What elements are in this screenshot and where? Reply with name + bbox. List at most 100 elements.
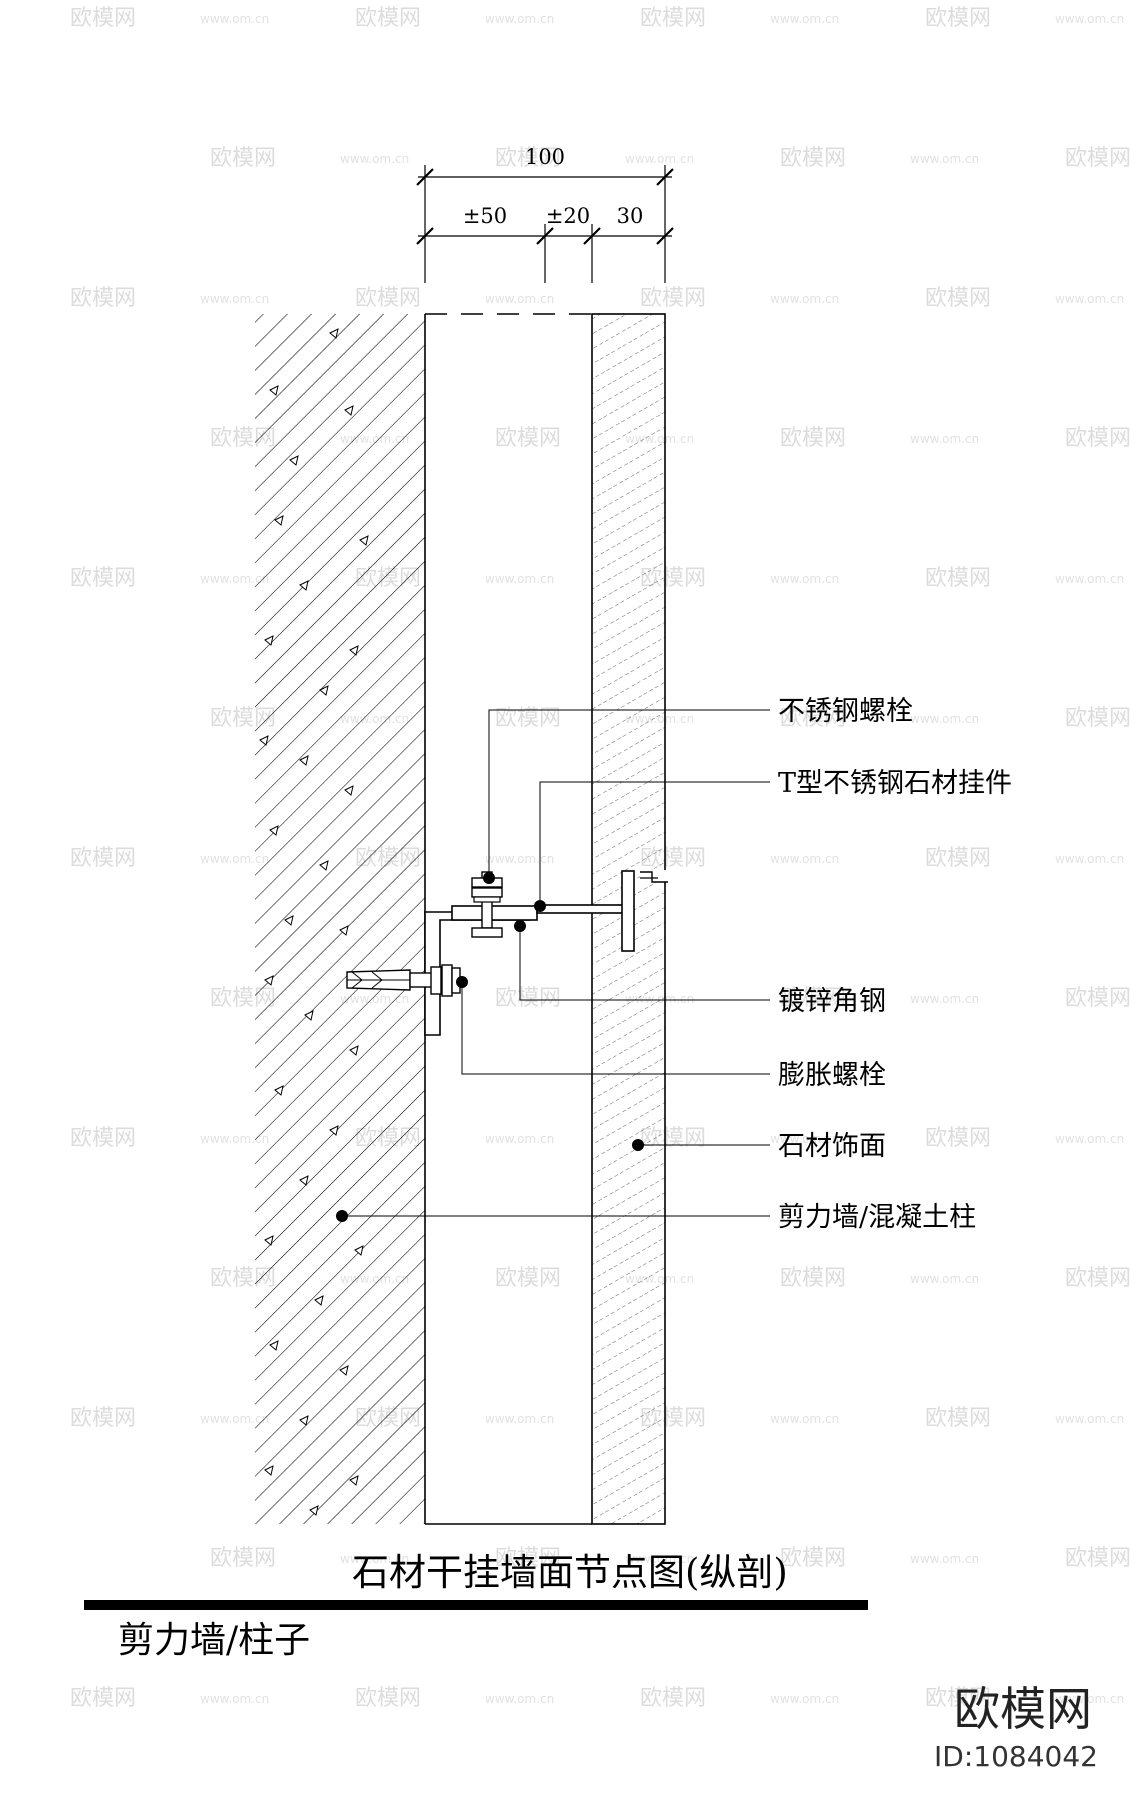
watermark-text: 欧模网	[355, 1686, 421, 1711]
label-stone-facing: 石材饰面	[778, 1131, 886, 1162]
t-hanger-stem	[621, 870, 635, 952]
watermark-text: 欧模网	[495, 146, 561, 171]
dim-seg2: ±20	[546, 204, 590, 228]
watermark-text: 欧模网	[70, 566, 136, 591]
watermark-url: www.om.cn	[910, 1272, 979, 1286]
aggregate-mark	[299, 755, 309, 766]
aggregate-mark	[349, 1045, 359, 1056]
aggregate-mark	[259, 735, 269, 746]
aggregate-mark	[349, 645, 359, 656]
aggregate-mark	[299, 580, 309, 591]
watermark-text: 欧模网	[495, 1546, 561, 1571]
watermark-url: www.om.cn	[770, 292, 839, 306]
watermark-url: www.om.cn	[770, 1412, 839, 1426]
watermark-url: www.om.cn	[200, 1412, 269, 1426]
watermark-url: www.om.cn	[485, 12, 554, 26]
watermark-url: www.om.cn	[625, 152, 694, 166]
watermark-url: www.om.cn	[1055, 852, 1124, 866]
watermark-url: www.om.cn	[1055, 1412, 1124, 1426]
watermark-text: 欧模网	[1065, 986, 1131, 1011]
watermark-url: www.om.cn	[1055, 572, 1124, 586]
watermark-text: 欧模网	[70, 286, 136, 311]
brand-id: ID:1084042	[934, 1740, 1098, 1773]
watermark-text: 欧模网	[780, 986, 846, 1011]
aggregate-mark	[339, 925, 349, 936]
aggregate-mark	[264, 1465, 274, 1476]
watermark-text: 欧模网	[780, 1266, 846, 1291]
watermark-url: www.om.cn	[770, 12, 839, 26]
aggregate-mark	[319, 685, 329, 696]
aggregate-mark	[264, 975, 274, 986]
watermark-text: 欧模网	[70, 1126, 136, 1151]
cavity	[425, 313, 592, 1525]
watermark-url: www.om.cn	[770, 572, 839, 586]
t-hanger-plate	[451, 905, 538, 921]
label-shear-wall: 剪力墙/混凝土柱	[778, 1202, 976, 1233]
aggregate-mark	[329, 1125, 339, 1136]
aggregate-mark	[349, 1475, 359, 1486]
leader-lines	[342, 709, 770, 1217]
watermark-text: 欧模网	[640, 6, 706, 31]
watermark-text: 欧模网	[780, 146, 846, 171]
aggregate-mark	[284, 915, 294, 926]
aggregate-mark	[354, 1245, 364, 1256]
watermark-text: 欧模网	[925, 846, 991, 871]
watermark-text: 欧模网	[495, 986, 561, 1011]
watermark-url: www.om.cn	[770, 1132, 839, 1146]
watermark-text: 欧模网	[70, 846, 136, 871]
aggregate-mark	[309, 1505, 319, 1516]
watermark-url: www.om.cn	[1055, 292, 1124, 306]
label-expansion-bolt: 膨胀螺栓	[778, 1060, 886, 1091]
watermark-text: 欧模网	[495, 1266, 561, 1291]
aggregate-mark	[274, 1085, 284, 1096]
t-hanger-arm	[536, 904, 628, 914]
watermark-text: 欧模网	[70, 1686, 136, 1711]
watermark-text: 欧模网	[925, 1126, 991, 1151]
aggregate-mark	[289, 455, 299, 466]
watermark-text: 欧模网	[925, 286, 991, 311]
watermark-text: 欧模网	[70, 6, 136, 31]
watermark-url: www.om.cn	[340, 1552, 409, 1566]
leader-dots	[336, 872, 644, 1222]
dim-seg1: ±50	[463, 204, 507, 228]
watermark-text: 欧模网	[210, 146, 276, 171]
drawing-title: 石材干挂墙面节点图(纵剖)	[352, 1551, 788, 1594]
watermark-text: 欧模网	[640, 1686, 706, 1711]
aggregate-mark	[359, 535, 369, 546]
watermark-url: www.om.cn	[340, 152, 409, 166]
watermark-url: www.om.cn	[1055, 12, 1124, 26]
shear-wall	[255, 314, 426, 1524]
aggregate-mark	[299, 1415, 309, 1426]
watermark-url: www.om.cn	[1055, 1692, 1124, 1706]
concrete-aggregates	[259, 328, 369, 1516]
watermark-url: www.om.cn	[485, 852, 554, 866]
watermark-url: www.om.cn	[1055, 1132, 1124, 1146]
watermark-text: 欧模网	[925, 1406, 991, 1431]
watermark-text: 欧模网	[70, 1406, 136, 1431]
brand-logo: 欧模网	[954, 1682, 1092, 1736]
aggregate-mark	[329, 328, 339, 339]
watermark-url: www.om.cn	[485, 572, 554, 586]
expansion-bolt	[346, 964, 461, 997]
title-underline	[84, 1600, 868, 1610]
dimension-lines	[416, 165, 674, 283]
watermark-text: 欧模网	[1065, 426, 1131, 451]
watermark-url: www.om.cn	[200, 1132, 269, 1146]
watermark-url: www.om.cn	[770, 1692, 839, 1706]
watermark-url: www.om.cn	[910, 152, 979, 166]
aggregate-mark	[339, 1365, 349, 1376]
watermark-text: 欧模网	[780, 1546, 846, 1571]
watermark-url: www.om.cn	[200, 292, 269, 306]
label-stainless-bolt: 不锈钢螺栓	[778, 696, 913, 727]
watermark-text: 欧模网	[1065, 1546, 1131, 1571]
watermark-url: www.om.cn	[910, 1552, 979, 1566]
aggregate-mark	[299, 1175, 309, 1186]
anchor-assembly	[346, 870, 635, 1036]
aggregate-mark	[269, 385, 279, 396]
watermark-text: 欧模网	[925, 566, 991, 591]
watermark-text: 欧模网	[210, 1546, 276, 1571]
aggregate-mark	[314, 1295, 324, 1306]
watermark-text: 欧模网	[925, 1686, 991, 1711]
watermark-url: www.om.cn	[625, 1552, 694, 1566]
